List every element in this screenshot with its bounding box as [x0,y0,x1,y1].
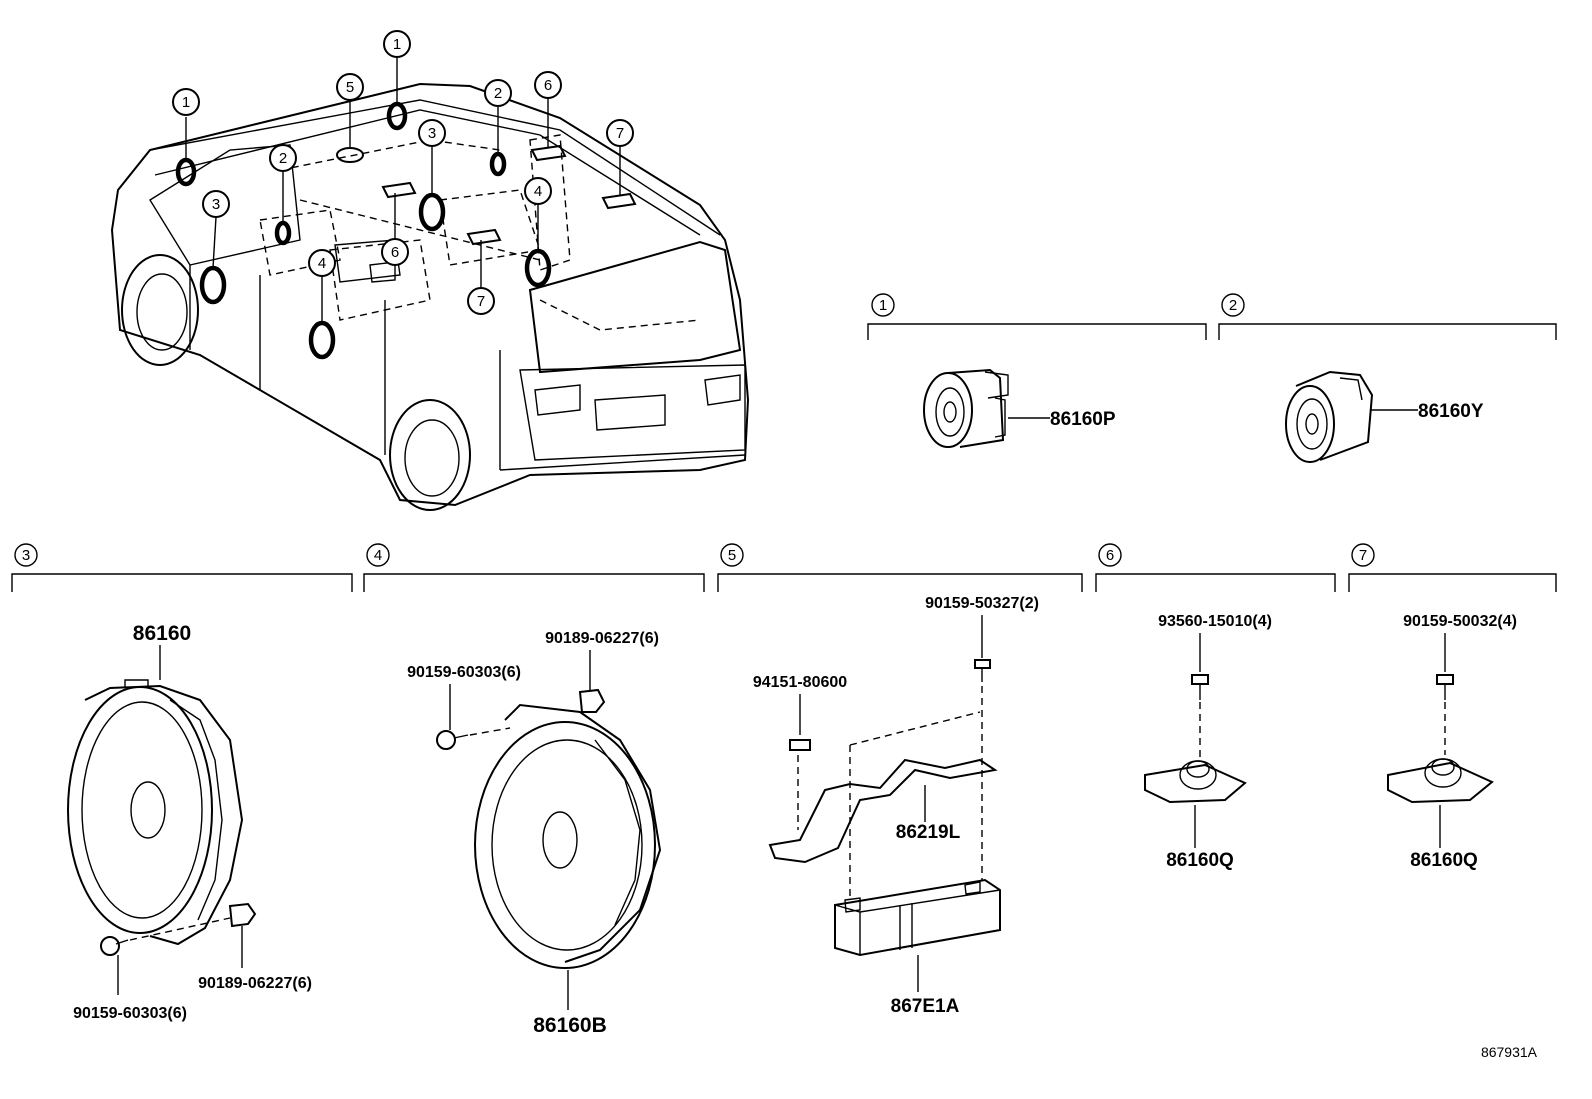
section-2-bracket [1218,323,1557,340]
van-illustration: 1 1 2 2 3 3 4 4 [110,30,750,511]
screw-90159-drawing-s3 [100,936,129,956]
part-label-86219L: 86219L [896,822,961,843]
svg-text:2: 2 [279,150,287,167]
bracket-86219L-drawing [768,758,998,864]
section-4-number: 4 [366,543,390,567]
part-label-90159-50327: 90159-50327(2) [925,595,1039,612]
speaker-86160Q-drawing-s7 [1387,758,1494,804]
part-label-86160Q-s6: 86160Q [1166,850,1234,871]
part-label-90159-60303-s4: 90159-60303(6) [407,664,521,681]
part-label-867E1A: 867E1A [891,996,960,1017]
svg-text:5: 5 [346,79,354,96]
section-4: 4 90189-06227(6) 90159-60303(6) 86160B [363,543,705,1037]
speaker-86160B-drawing [474,703,662,969]
svg-text:3: 3 [22,547,30,564]
section-2-number: 2 [1221,293,1245,317]
tweeter-86160Y-drawing [1285,370,1374,463]
part-label-90159-50032: 90159-50032(4) [1403,613,1517,630]
clip-90189-drawing-s4 [578,688,606,713]
van-callout-6a: 6 [534,71,562,99]
screw-93560-drawing [1191,674,1209,700]
svg-text:5: 5 [728,547,736,564]
section-4-bracket [363,573,705,592]
section-3-bracket [11,573,353,592]
section-1-bracket [867,323,1207,340]
nut-94151-drawing [789,739,811,751]
part-label-86160Q-s7: 86160Q [1410,850,1478,871]
part-label-86160Y: 86160Y [1418,401,1484,422]
speaker-86160-drawing [67,679,244,946]
part-label-86160: 86160 [133,622,191,645]
part-label-86160P: 86160P [1050,409,1116,430]
section-6: 6 93560-15010(4) 86160Q [1095,543,1336,871]
svg-text:3: 3 [428,125,436,142]
svg-text:1: 1 [879,297,887,314]
section-5-number: 5 [720,543,744,567]
tweeter-86160P-drawing [923,368,1009,448]
van-callout-7b: 7 [467,287,495,315]
svg-text:7: 7 [616,125,624,142]
part-label-90159-60303-s3: 90159-60303(6) [73,1005,187,1022]
bolt-90159-50327-drawing [974,659,991,682]
part-label-93560-15010: 93560-15010(4) [1158,613,1272,630]
section-6-number: 6 [1098,543,1122,567]
section-5: 5 90159-50327(2) 94151-80600 86219L [717,543,1083,1017]
svg-text:4: 4 [318,255,326,272]
van-callout-2b: 2 [484,79,512,107]
svg-text:2: 2 [1229,297,1237,314]
section-5-bracket [717,573,1083,592]
svg-text:7: 7 [477,293,485,310]
van-callout-1a: 1 [172,88,200,116]
section-7-bracket [1348,573,1557,592]
svg-text:6: 6 [391,244,399,261]
part-label-90189-06227-s4: 90189-06227(6) [545,630,659,647]
van-callout-4b: 4 [524,177,552,205]
part-label-90189-06227-s3: 90189-06227(6) [198,975,312,992]
section-2: 2 86160Y [1218,293,1557,463]
section-1: 1 86160P [867,293,1207,448]
svg-text:7: 7 [1359,547,1367,564]
diagram-reference-code: 867931A [1481,1044,1538,1060]
svg-text:4: 4 [374,547,382,564]
van-callout-3b: 3 [418,119,446,147]
section-3-number: 3 [14,543,38,567]
svg-text:4: 4 [534,183,542,200]
svg-text:6: 6 [544,77,552,94]
section-7: 7 90159-50032(4) 86160Q [1348,543,1557,871]
section-3: 3 86160 90189-06227(6) 90159-60303(6) [11,543,353,1022]
van-callout-5: 5 [336,73,364,101]
part-label-94151-80600: 94151-80600 [753,674,847,691]
speaker-86160Q-drawing-s6 [1144,760,1247,804]
section-7-number: 7 [1351,543,1375,567]
van-callout-7a: 7 [606,119,634,147]
screw-90159-50032-drawing [1436,674,1454,700]
svg-text:6: 6 [1106,547,1114,564]
van-callout-2a: 2 [269,144,297,172]
screw-90159-drawing-s4 [436,730,469,750]
van-callout-4a: 4 [308,249,336,277]
section-1-number: 1 [871,293,895,317]
part-label-86160B: 86160B [533,1014,607,1037]
clip-90189-drawing [228,902,257,928]
svg-text:1: 1 [393,36,401,53]
van-callout-1b: 1 [383,30,411,58]
amplifier-867E1A-drawing [834,878,1001,957]
van-callout-6b: 6 [381,238,409,266]
svg-text:3: 3 [212,196,220,213]
svg-text:1: 1 [182,94,190,111]
section-6-bracket [1095,573,1336,592]
svg-text:2: 2 [494,85,502,102]
van-callout-3a: 3 [202,190,230,218]
